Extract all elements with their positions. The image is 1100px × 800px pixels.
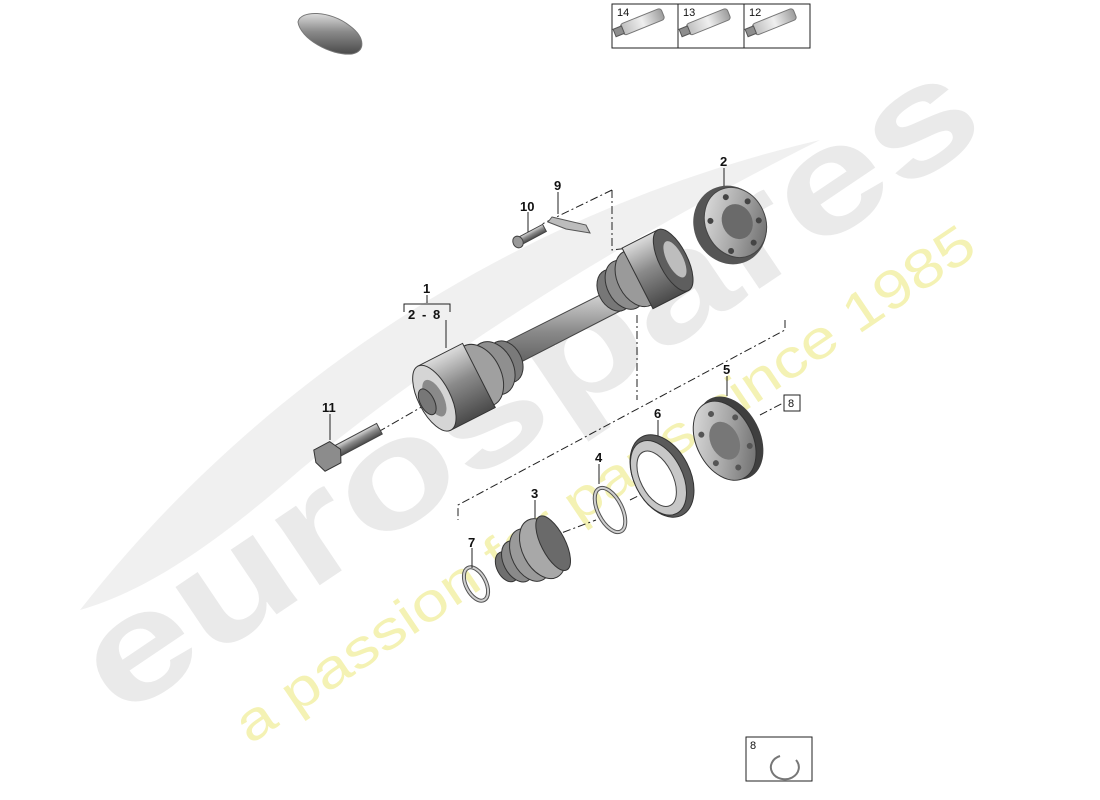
svg-text:13: 13 xyxy=(683,7,695,19)
callout-6: 6 xyxy=(654,406,661,421)
svg-text:12: 12 xyxy=(749,7,761,19)
callout-1-range-dash: - xyxy=(422,307,426,322)
legend-boxes: 14 13 12 xyxy=(611,3,811,49)
part-4-clamp xyxy=(592,485,628,535)
watermark: eurospares a passion for parts since 198… xyxy=(44,20,1008,755)
part-10-bolt xyxy=(512,223,548,249)
callout-4: 4 xyxy=(595,450,603,465)
grease-pad xyxy=(297,12,363,55)
part-2-flange xyxy=(693,185,768,265)
callout-1-range-to: 8 xyxy=(433,307,440,322)
legend-box-14: 14 xyxy=(612,7,665,38)
svg-text:8: 8 xyxy=(750,740,756,752)
watermark-brand: eurospares xyxy=(44,20,1008,746)
part-1-drive-shaft xyxy=(412,228,694,432)
svg-text:8: 8 xyxy=(788,398,794,410)
watermark-swoosh xyxy=(80,140,820,610)
callout-7: 7 xyxy=(468,535,475,550)
callout-10: 10 xyxy=(520,199,534,214)
callout-3: 3 xyxy=(531,486,538,501)
part-5-joint xyxy=(692,396,764,481)
callout-8-box: 8 xyxy=(783,394,801,412)
part-11-bolt xyxy=(313,422,383,472)
callout-1: 1 xyxy=(423,281,430,296)
grease-tube-icon xyxy=(612,8,665,38)
callout-2: 2 xyxy=(720,154,727,169)
grease-tube-icon xyxy=(744,8,797,38)
part-7-clamp xyxy=(461,565,491,603)
detail-box-8: 8 xyxy=(745,736,813,782)
callout-9: 9 xyxy=(554,178,561,193)
part-6-cover xyxy=(629,434,695,518)
callout-leaders xyxy=(329,168,728,568)
svg-text:14: 14 xyxy=(617,7,629,19)
part-3-boot xyxy=(494,515,571,583)
legend-box-12: 12 xyxy=(744,7,797,38)
legend-box-13: 13 xyxy=(678,7,731,38)
callouts: 1 2 - 8 2 3 4 5 6 7 9 10 11 8 xyxy=(322,154,801,550)
part-9-clip xyxy=(547,216,591,234)
grease-tube-icon xyxy=(678,8,731,38)
callout-1-range-from: 2 xyxy=(408,307,415,322)
circlip-icon xyxy=(769,755,800,781)
callout-11: 11 xyxy=(322,400,336,415)
callout-5: 5 xyxy=(723,362,730,377)
